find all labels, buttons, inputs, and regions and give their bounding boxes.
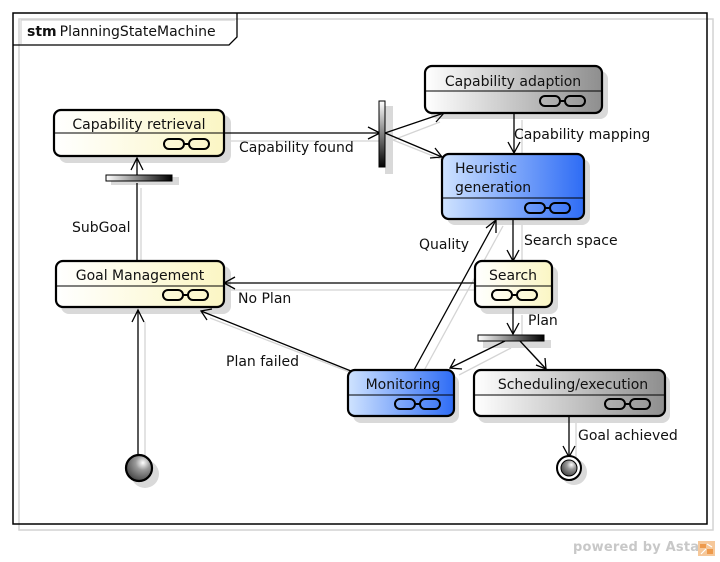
label-subgoal: SubGoal	[72, 220, 131, 236]
label-goal-achieved: Goal achieved	[578, 428, 678, 444]
transition-quality[interactable]	[413, 219, 497, 371]
fork-bar-subgoal[interactable]	[105, 174, 173, 182]
label-no-plan: No Plan	[238, 291, 291, 307]
submachine-icon	[491, 289, 538, 301]
transition-fork-to-scheduling[interactable]	[519, 340, 547, 370]
state-name: Capability retrieval	[72, 117, 205, 133]
state-heuristic-generation[interactable]: Heuristic generation	[440, 152, 586, 221]
fork-bar-capability[interactable]	[378, 100, 386, 168]
state-capability-adaption[interactable]: Capability adaption	[423, 64, 604, 115]
state-search[interactable]: Search	[473, 259, 554, 309]
state-name: Monitoring	[366, 377, 441, 393]
state-monitoring[interactable]: Monitoring	[346, 368, 456, 418]
state-name: Search	[489, 268, 537, 284]
astah-logo-icon	[698, 541, 715, 556]
fork-bar-plan[interactable]	[477, 334, 545, 342]
submachine-icon	[394, 398, 441, 410]
initial-pseudostate[interactable]	[124, 453, 154, 483]
state-name: Goal Management	[76, 268, 205, 284]
state-name: Scheduling/execution	[498, 377, 648, 393]
label-capability-found: Capability found	[239, 140, 354, 156]
frame-name: PlanningStateMachine	[60, 24, 216, 40]
transition-fork-to-heuristic[interactable]	[384, 132, 443, 158]
state-capability-retrieval[interactable]: Capability retrieval	[52, 108, 226, 158]
powered-by-text: powered by Astah	[573, 540, 709, 555]
label-plan: Plan	[528, 313, 558, 329]
label-quality: Quality	[419, 237, 469, 253]
state-name: Capability adaption	[445, 74, 581, 90]
frame-keyword: stm	[27, 24, 57, 40]
label-search-space: Search space	[524, 233, 618, 249]
submachine-icon	[604, 398, 651, 410]
submachine-icon	[163, 138, 210, 150]
label-capability-mapping: Capability mapping	[514, 127, 650, 143]
state-scheduling-execution[interactable]: Scheduling/execution	[472, 368, 667, 418]
transition-plan-failed[interactable]	[200, 310, 357, 374]
submachine-icon	[539, 95, 586, 107]
state-name-line-1: Heuristic	[455, 161, 517, 177]
transition-fork-to-monitoring[interactable]	[449, 340, 506, 369]
submachine-icon	[162, 289, 209, 301]
final-state[interactable]	[556, 455, 582, 481]
state-name-line-2: generation	[455, 180, 531, 196]
state-goal-management[interactable]: Goal Management	[54, 259, 226, 309]
submachine-icon	[524, 202, 571, 214]
label-plan-failed: Plan failed	[226, 354, 299, 370]
transition-fork-to-adaption[interactable]	[384, 112, 445, 134]
transition-labels: Capability found Capability mapping Sear…	[72, 127, 678, 444]
transition-shadows	[140, 120, 577, 460]
